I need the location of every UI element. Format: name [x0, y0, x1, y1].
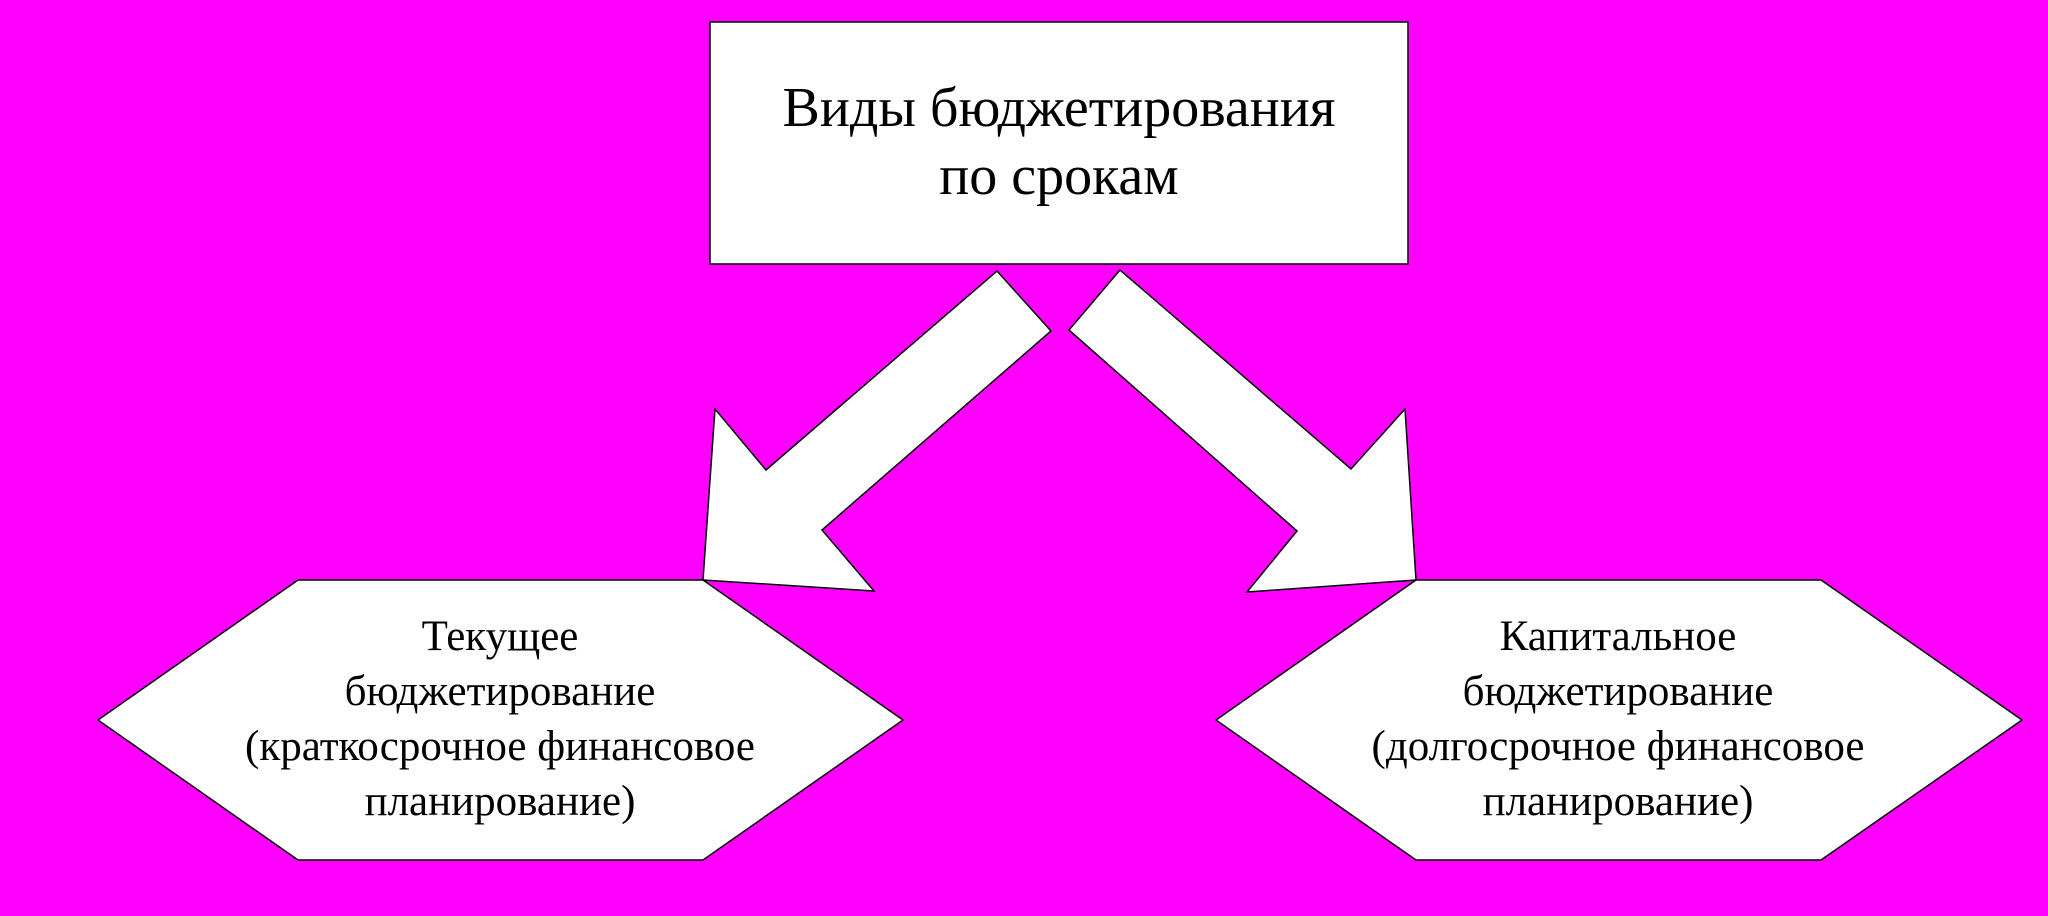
- title-text: Виды бюджетирования по срокам: [782, 77, 1336, 207]
- title-box: [709, 21, 1409, 265]
- right-arrow: [1067, 268, 1417, 593]
- left-hexagon: [96, 579, 905, 861]
- left-arrow: [702, 269, 1053, 592]
- right-hexagon: [1214, 579, 2024, 861]
- right-node-text: Капитальное бюджетирование (долгосрочное…: [1371, 613, 1865, 825]
- left-node-text: Текущее бюджетирование (краткосрочное фи…: [245, 613, 755, 825]
